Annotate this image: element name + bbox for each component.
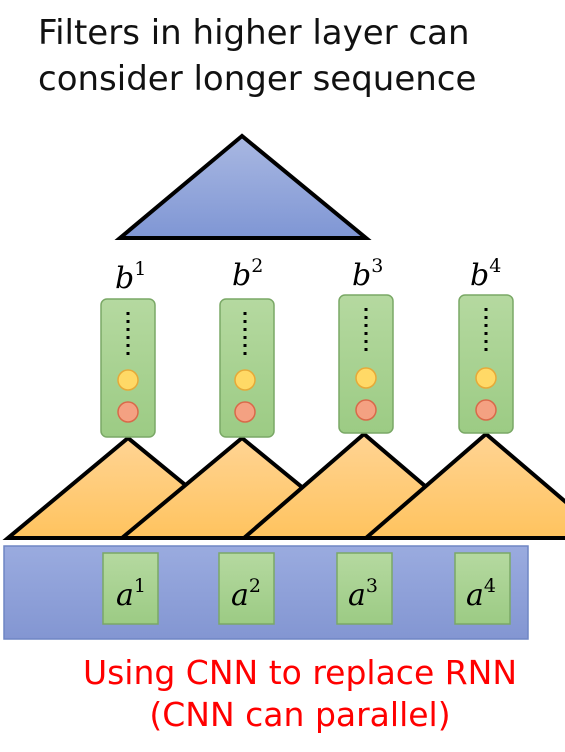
input-label-a1: a1 [116,575,146,613]
red-dot [117,401,139,423]
output-label-b2-sup: 2 [251,255,263,277]
red-dot [234,401,256,423]
caption: Using CNN to replace RNN (CNN can parall… [0,652,565,736]
output-vectors [100,294,514,438]
input-label-a4-base: a [466,578,484,613]
input-label-a3-sup: 3 [366,575,378,597]
caption-line-2: (CNN can parallel) [149,695,451,734]
filter-4 [360,431,565,540]
input-label-a2-base: a [231,578,249,613]
output-label-b2-base: b [232,258,251,293]
output-labels: b1 b2 b3 b4 [115,255,501,296]
title-line-1: Filters in higher layer can [38,13,470,53]
output-label-b1-base: b [115,261,134,296]
output-label-b1: b1 [115,258,146,296]
input-vector-a2: a2 [218,552,275,625]
output-label-b3: b3 [352,255,383,293]
input-label-a1-sup: 1 [134,575,146,597]
output-vector-b2 [219,298,275,438]
input-label-a4-sup: 4 [484,575,496,597]
output-label-b4-sup: 4 [489,255,501,277]
title-line-2: consider longer sequence [38,59,477,99]
output-label-b4-base: b [470,258,489,293]
input-vector-a1: a1 [102,552,159,625]
higher-layer-filter [114,133,372,240]
input-label-a2-sup: 2 [249,575,261,597]
input-label-a2: a2 [231,575,261,613]
output-label-b3-base: b [352,258,371,293]
caption-line-1: Using CNN to replace RNN [82,653,518,692]
slide-title: Filters in higher layer can consider lon… [38,10,558,102]
output-vector-b3 [338,294,394,434]
input-label-a3-base: a [348,578,366,613]
input-vector-a4: a4 [454,552,511,625]
yellow-dot [117,369,139,391]
yellow-dot [234,369,256,391]
output-label-b1-sup: 1 [134,258,146,280]
first-layer-filters [2,431,565,540]
output-vector-b4 [458,294,514,434]
red-dot [355,399,377,421]
red-dot [475,399,497,421]
input-label-a1-base: a [116,578,134,613]
input-label-a4: a4 [466,575,496,613]
input-vectors: a1 a2 a3 a4 [102,552,511,625]
yellow-dot [475,367,497,389]
input-vector-a3: a3 [336,552,393,625]
input-label-a3: a3 [348,575,378,613]
yellow-dot [355,367,377,389]
output-label-b2: b2 [232,255,263,293]
output-vector-b1 [100,298,156,438]
output-label-b4: b4 [470,255,501,293]
output-label-b3-sup: 3 [371,255,383,277]
